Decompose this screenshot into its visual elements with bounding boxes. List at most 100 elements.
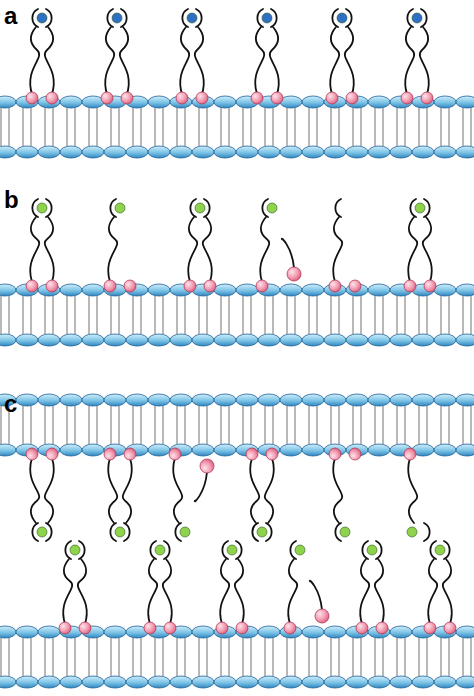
anchor-sphere (315, 609, 329, 623)
lipid-head (148, 96, 170, 108)
receptor-bracket (424, 523, 430, 541)
lipid-tail (273, 638, 274, 676)
lipid-tail (471, 638, 472, 676)
lipid-head (148, 284, 170, 296)
lipid-head (16, 334, 38, 346)
tether-strand (123, 458, 132, 523)
ligand-dot (415, 203, 425, 213)
lipid-tail (375, 638, 376, 676)
lipid-tail (331, 108, 332, 146)
anchor-sphere (444, 622, 456, 634)
tether-strand (375, 559, 384, 624)
anchor-sphere (424, 622, 436, 634)
tether-strand (408, 217, 417, 282)
lipid-tail (207, 638, 208, 676)
panel-label: c (4, 390, 17, 417)
lipid-tail (449, 296, 450, 334)
lipid-tail (339, 406, 340, 444)
anchor-sphere (79, 622, 91, 634)
ligand-dot (295, 545, 305, 555)
tether-receptor (246, 448, 278, 541)
anchor-sphere (216, 622, 228, 634)
lipid-head (60, 284, 82, 296)
lipid-tail (405, 296, 406, 334)
anchor-sphere (26, 280, 38, 292)
lipid-tail (229, 108, 230, 146)
lipid-head (258, 334, 280, 346)
lipid-tail (287, 296, 288, 334)
lipid-head (192, 676, 214, 688)
lipid-tail (75, 296, 76, 334)
lipid-tail (23, 638, 24, 676)
lipid-head (302, 676, 324, 688)
lipid-tail (419, 108, 420, 146)
lipid-tail (463, 406, 464, 444)
lipid-head (82, 676, 104, 688)
lipid-tail (427, 108, 428, 146)
anchor-sphere (349, 280, 361, 292)
lipid-tail (163, 108, 164, 146)
lipid-tail (309, 638, 310, 676)
tether-receptor (101, 9, 133, 104)
anchor-sphere (46, 92, 58, 104)
tether-strand (108, 217, 117, 282)
lipid-tail (441, 108, 442, 146)
tether-strand (235, 559, 244, 624)
lipid-tail (111, 638, 112, 676)
lipid-head (236, 676, 258, 688)
lipid-head (346, 394, 368, 406)
lipid-head (368, 444, 390, 456)
tether-strand (330, 27, 339, 94)
lipid-tail (53, 638, 54, 676)
lipid-tail (331, 638, 332, 676)
lipid-tail (133, 108, 134, 146)
lipid-head (82, 394, 104, 406)
anchor-sphere (266, 448, 278, 460)
tether-strand (345, 27, 354, 94)
lipid-head (280, 676, 302, 688)
lipid-tail (75, 406, 76, 444)
lipid-head (302, 334, 324, 346)
lipid-head (0, 96, 16, 108)
lipid-head (258, 394, 280, 406)
lipid-head (214, 334, 236, 346)
lipid-tail (53, 108, 54, 146)
lipid-head (456, 676, 474, 688)
lipid-head (434, 334, 456, 346)
lipid-head (412, 394, 434, 406)
ligand-dot (180, 527, 190, 537)
lipid-head (214, 394, 236, 406)
ligand-dot (112, 13, 122, 23)
lipid-head (280, 334, 302, 346)
lipid-head (324, 676, 346, 688)
lipid-tail (243, 296, 244, 334)
lipid-tail (23, 296, 24, 334)
anchor-sphere (404, 280, 416, 292)
lipid-tail (265, 108, 266, 146)
lipid-head (324, 146, 346, 158)
anchor-sphere (404, 448, 416, 460)
tether-strand (105, 27, 114, 94)
lipid-head (456, 394, 474, 406)
lipid-tail (361, 638, 362, 676)
ligand-dot (37, 203, 47, 213)
lipid-head (0, 676, 16, 688)
tether-strand (45, 217, 54, 282)
lipid-tail (287, 638, 288, 676)
lipid-head (16, 626, 38, 638)
lipid-tail (111, 108, 112, 146)
lipid-tail (463, 108, 464, 146)
lipid-tail (449, 638, 450, 676)
lipid-head (82, 444, 104, 456)
lipid-tail (163, 296, 164, 334)
ligand-dot (70, 545, 80, 555)
anchor-sphere (326, 92, 338, 104)
ligand-dot (412, 13, 422, 23)
ligand-dot (227, 545, 237, 555)
lipid-tail (45, 296, 46, 334)
tether-strand (30, 458, 39, 523)
lipid-head (302, 284, 324, 296)
lipid-tail (31, 296, 32, 334)
lipid-tail (141, 108, 142, 146)
tether-receptor (144, 541, 176, 634)
